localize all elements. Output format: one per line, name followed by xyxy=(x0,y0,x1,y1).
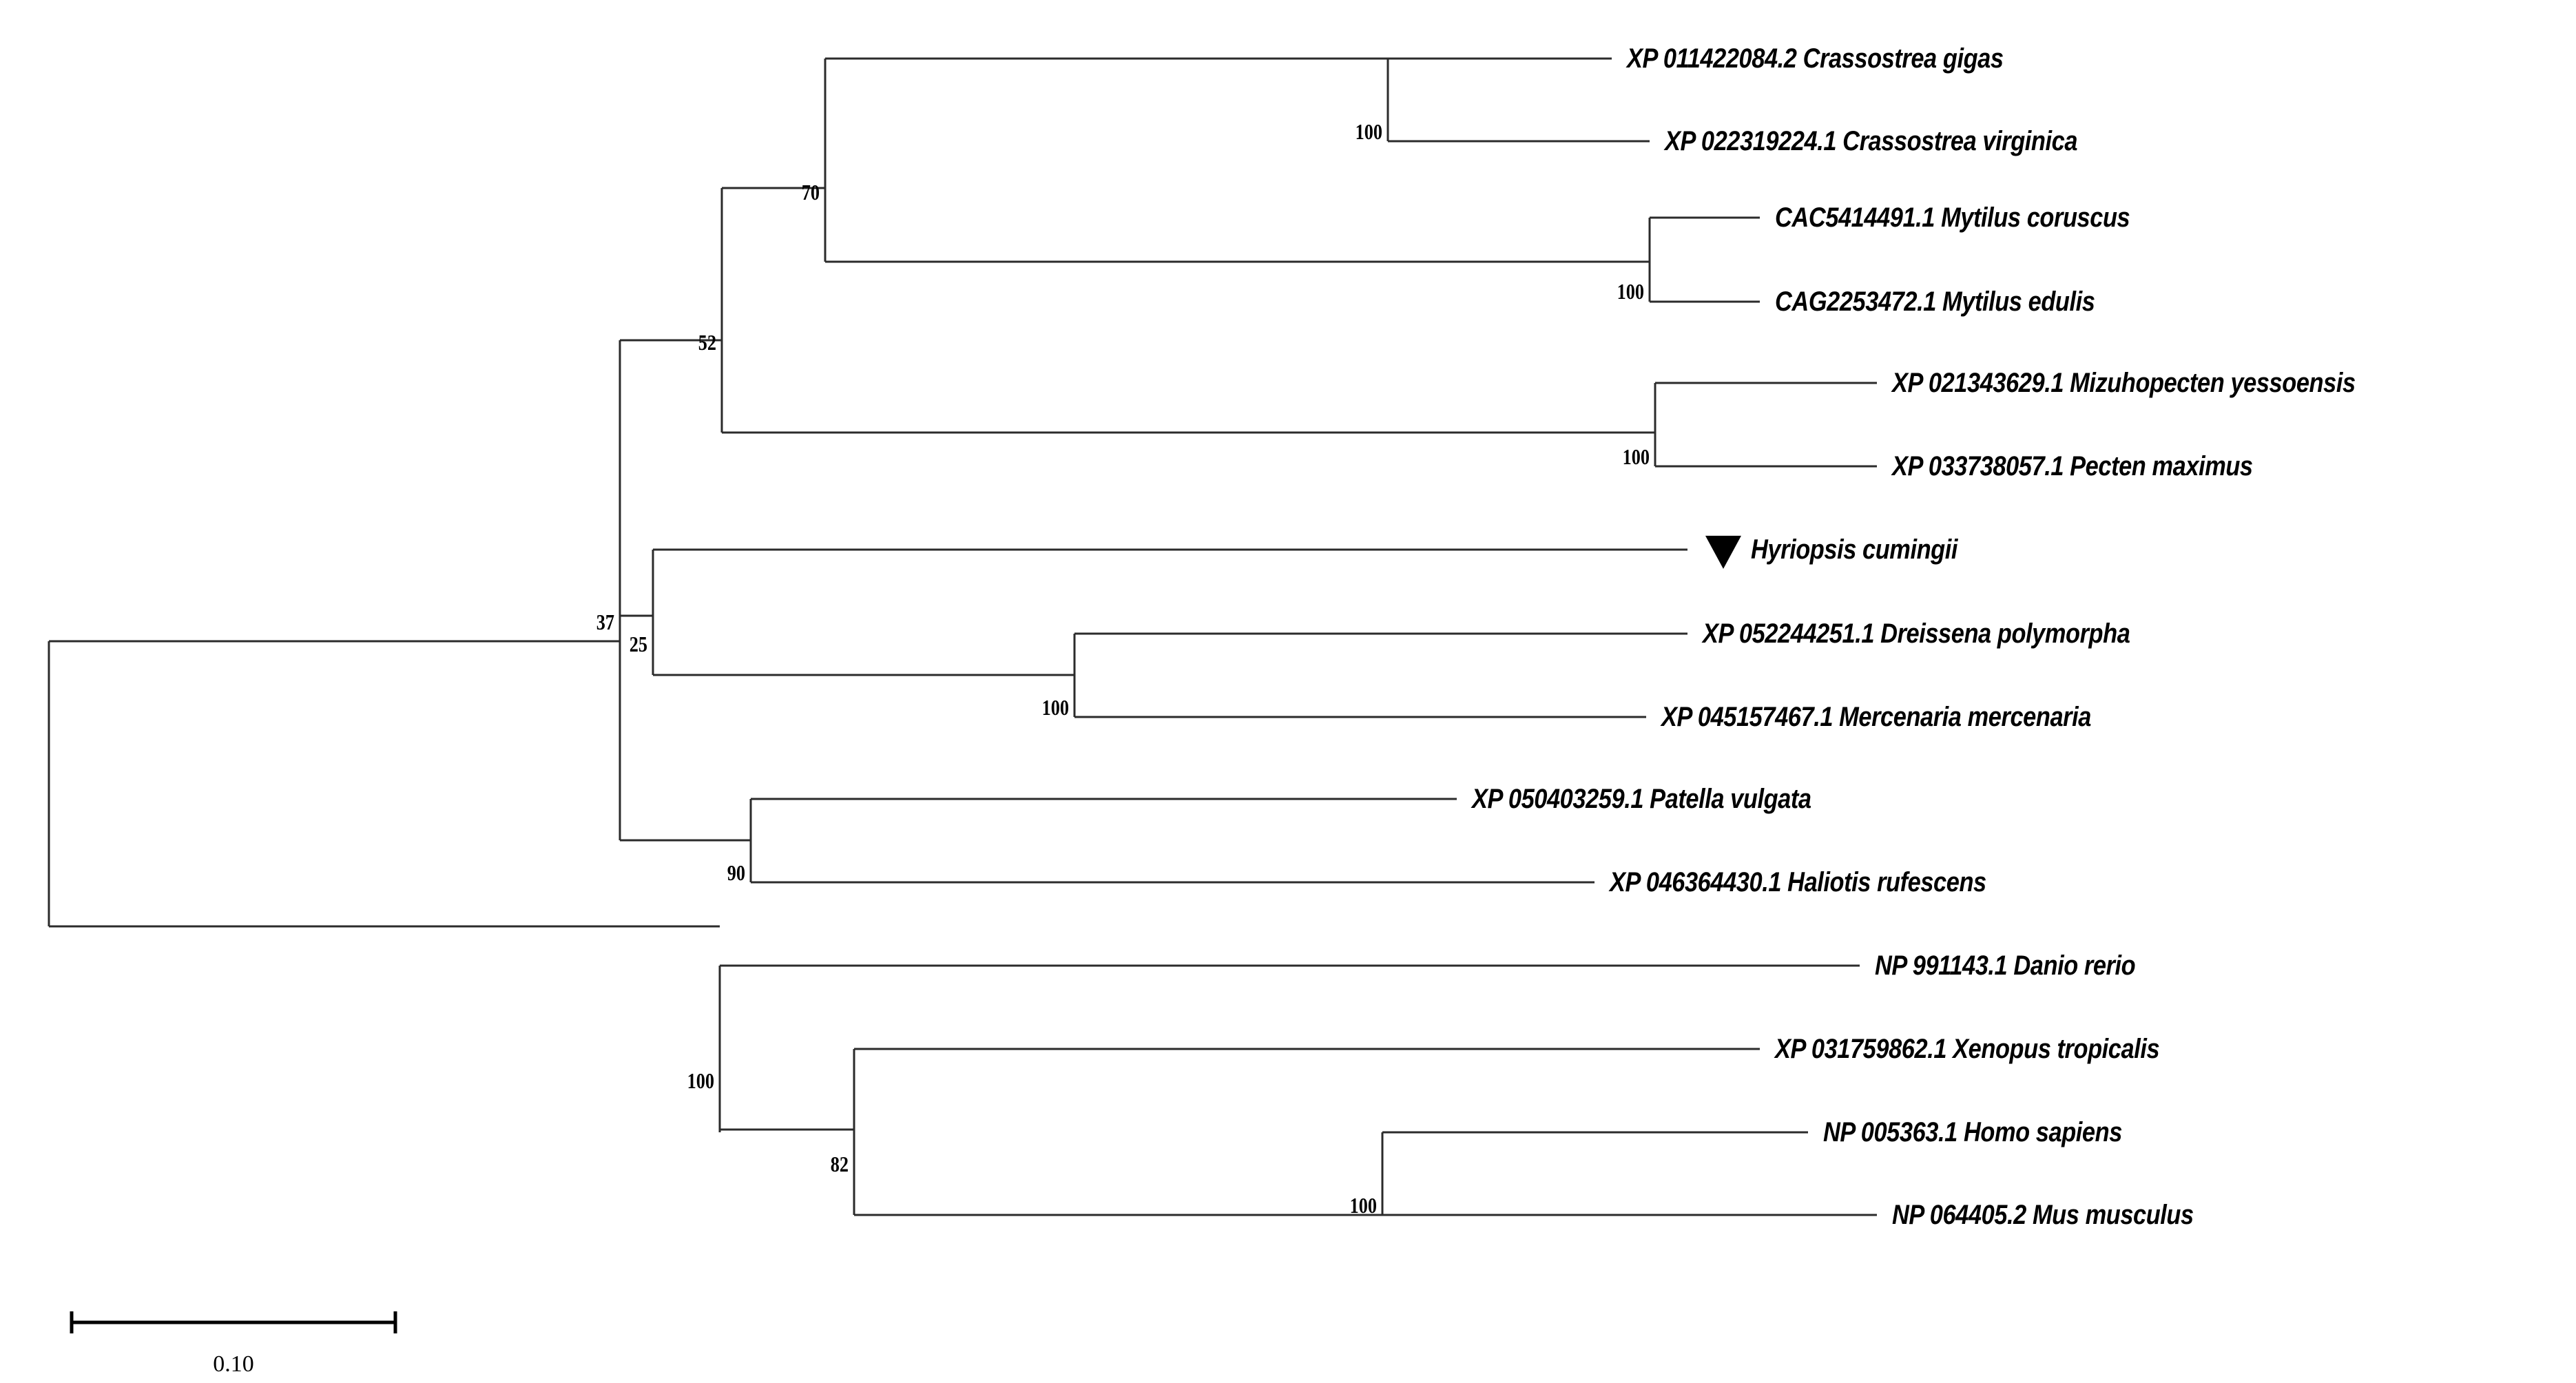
bootstrap-value-node-mytilus: 100 xyxy=(1617,279,1644,304)
taxon-label-leaf-1: XP 011422084.2 Crassostrea gigas xyxy=(1627,43,2004,74)
taxon-label-leaf-6: XP 033738057.1 Pecten maximus xyxy=(1892,451,2253,481)
taxon-label-leaf-8: XP 052244251.1 Dreissena polymorpha xyxy=(1703,618,2130,649)
taxon-label-leaf-9: XP 045157467.1 Mercenaria mercenaria xyxy=(1661,702,2091,732)
bootstrap-value-node-mammalia: 100 xyxy=(1349,1193,1377,1218)
taxon-label-leaf-10: XP 050403259.1 Patella vulgata xyxy=(1472,784,1811,814)
taxon-label-leaf-14: NP 005363.1 Homo sapiens xyxy=(1823,1117,2122,1147)
taxon-label-leaf-13: XP 031759862.1 Xenopus tropicalis xyxy=(1775,1034,2160,1064)
taxon-label-leaf-15: NP 064405.2 Mus musculus xyxy=(1892,1200,2194,1230)
bootstrap-value-node-mollusca: 37 xyxy=(596,610,614,634)
taxon-label-leaf-3: CAC5414491.1 Mytilus coruscus xyxy=(1775,202,2130,233)
highlight-triangle-icon xyxy=(1705,535,1741,569)
bootstrap-value-node-tetrapoda: 82 xyxy=(830,1151,849,1176)
scale-bar-caption: 0.10 xyxy=(213,1351,254,1377)
bootstrap-value-node-pectinidae: 100 xyxy=(1622,444,1650,469)
taxon-label-leaf-12: NP 991143.1 Danio rerio xyxy=(1875,950,2136,981)
scale-bar-group xyxy=(70,1311,397,1333)
bootstrap-value-node-25: 25 xyxy=(629,632,647,656)
taxon-label-leaf-7: Hyriopsis cumingii xyxy=(1751,534,1958,565)
taxon-label-leaf-4: CAG2253472.1 Mytilus edulis xyxy=(1775,287,2095,317)
bootstrap-value-node-37-upper: 52 xyxy=(698,329,716,355)
bootstrap-value-node-52-upper: 70 xyxy=(801,179,820,205)
taxon-label-leaf-11: XP 046364430.1 Haliotis rufescens xyxy=(1610,867,1986,897)
bootstrap-value-node-gastropoda: 90 xyxy=(727,860,745,885)
taxon-label-leaf-5: XP 021343629.1 Mizuhopecten yessoensis xyxy=(1892,368,2356,398)
bootstrap-value-node-dreissena: 100 xyxy=(1041,694,1069,720)
bootstrap-value-node-vertebrata: 100 xyxy=(687,1068,714,1093)
branch-group xyxy=(48,57,1877,1216)
bootstrap-value-node-crassostrea: 100 xyxy=(1355,119,1382,144)
taxon-label-leaf-2: XP 022319224.1 Crassostrea virginica xyxy=(1665,126,2078,156)
